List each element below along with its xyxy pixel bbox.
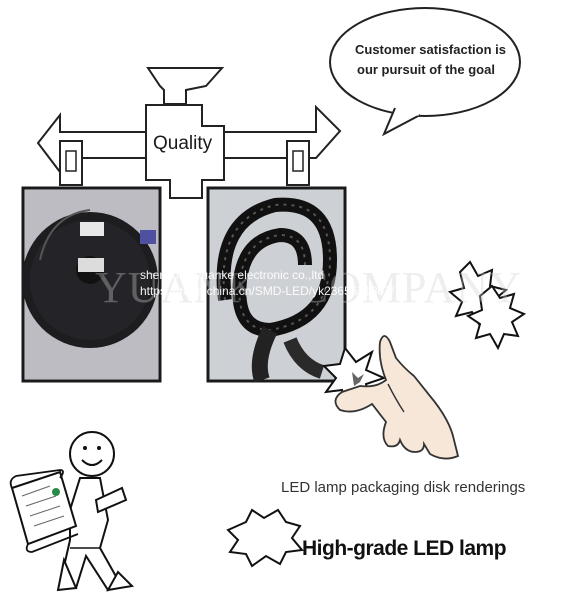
funnel-shape [146, 67, 225, 105]
quality-label: Quality [153, 133, 213, 154]
watermark-url: https://trade.china.cn/SMD-LED/yk2365671… [140, 284, 395, 298]
headline-burst-icon [226, 508, 304, 568]
caption-text: LED lamp packaging disk renderings [281, 479, 526, 496]
speech-bubble-text-line2: our pursuit of the goal [357, 62, 495, 77]
right-tape-photo [206, 186, 347, 383]
left-connector [59, 140, 83, 186]
headline-text: High-grade LED lamp [302, 537, 507, 560]
hand-drawing [334, 335, 460, 460]
speech-bubble-text-line1: Customer satisfaction is [355, 42, 506, 57]
quality-box [145, 104, 225, 199]
stick-figure [56, 431, 135, 592]
watermark-company-name: shenzhen yuanke electronic co.,ltd [140, 268, 325, 282]
speech-bubble [329, 7, 521, 137]
watermark-company: YUANKE COMPANY [95, 263, 522, 312]
right-connector [286, 140, 310, 186]
burst-star-icon [447, 260, 527, 351]
certificate-icon [9, 469, 79, 553]
left-reel-photo [21, 186, 162, 383]
